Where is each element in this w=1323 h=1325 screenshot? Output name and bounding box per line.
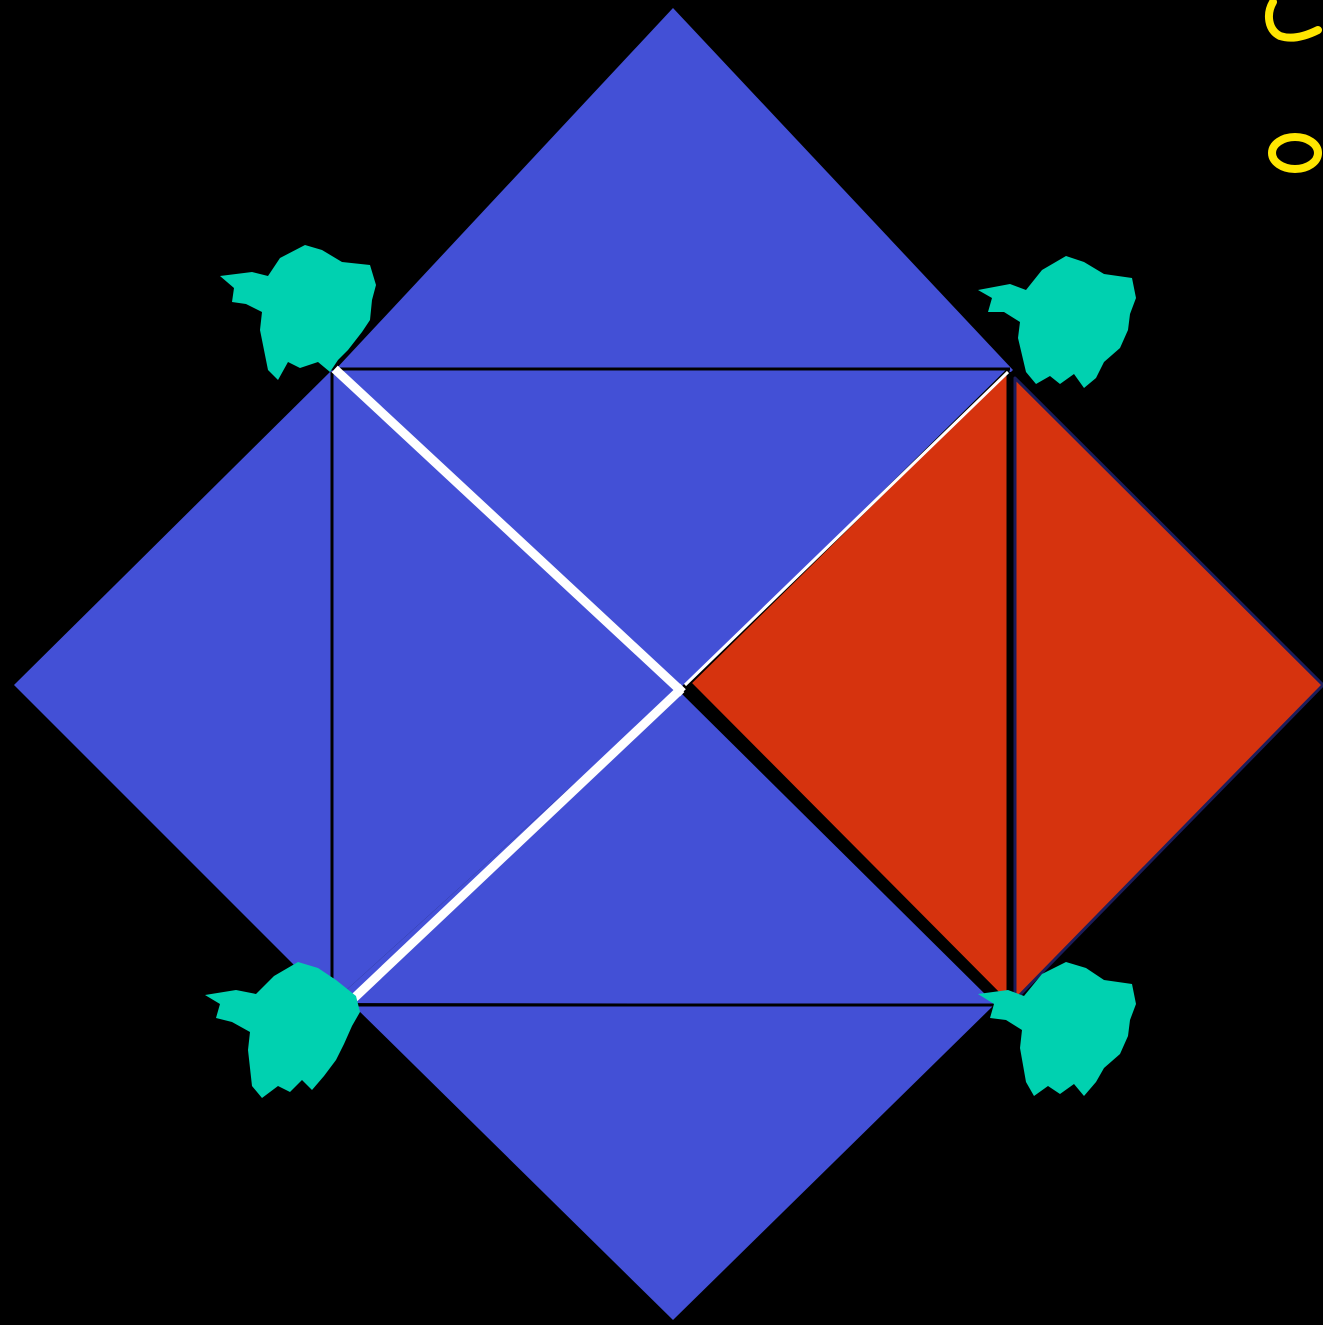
square-diamond-diagram <box>0 0 1323 1325</box>
